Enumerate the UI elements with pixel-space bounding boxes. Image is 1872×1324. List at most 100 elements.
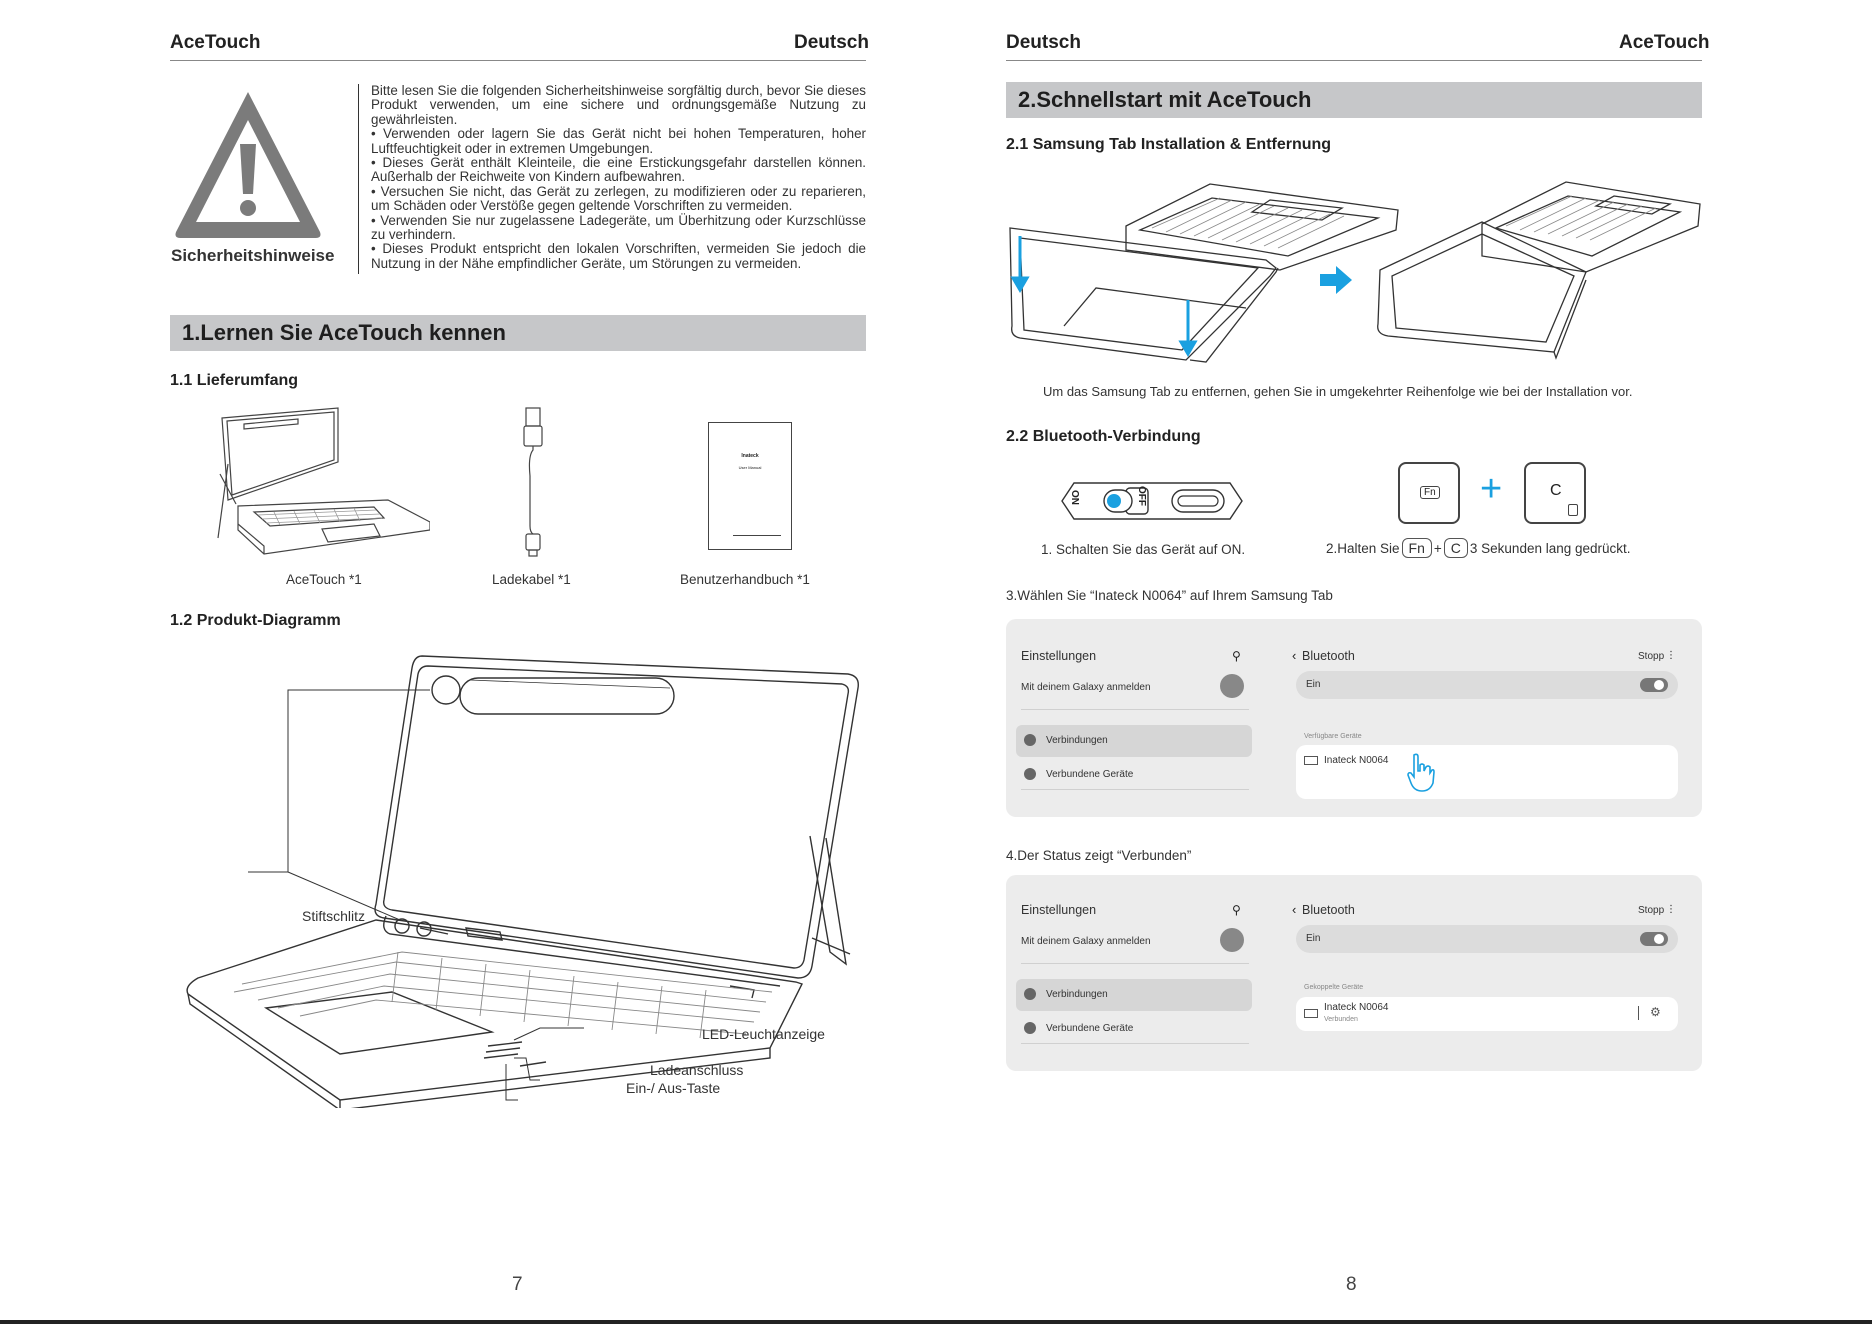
- right-header-brand: AceTouch: [1619, 32, 1710, 53]
- manual-line: [733, 535, 781, 536]
- c-key-sub-icon: [1568, 504, 1578, 516]
- switch-off-label: OFF: [1136, 486, 1147, 506]
- menu-item-connections[interactable]: Verbindungen: [1016, 725, 1252, 757]
- search-icon: ⚲: [1232, 649, 1241, 663]
- safety-line: • Dieses Gerät enthält Kleinteile, die e…: [371, 155, 866, 185]
- safety-title: Sicherheitshinweise: [171, 246, 335, 265]
- manual-title: User Manual: [738, 465, 762, 470]
- device-name: Inateck N0064: [1324, 755, 1389, 766]
- callout-power-button: Ein-/ Aus-Taste: [626, 1080, 721, 1096]
- menu-item-connections[interactable]: Verbindungen: [1016, 979, 1252, 1011]
- section-2-title: 2.Schnellstart mit AceTouch: [1018, 87, 1312, 112]
- divider: [1021, 789, 1249, 790]
- divider: [1021, 963, 1249, 964]
- settings-screen-1: Einstellungen ⚲ Mit deinem Galaxy anmeld…: [1006, 619, 1702, 817]
- c-key: C: [1524, 462, 1586, 524]
- step-1-text: 1. Schalten Sie das Gerät auf ON.: [1041, 542, 1246, 557]
- search-icon: ⚲: [1232, 903, 1241, 917]
- bluetooth-toggle-row[interactable]: Ein: [1296, 671, 1678, 699]
- wifi-icon: [1024, 734, 1036, 746]
- fn-key-label: Fn: [1420, 486, 1440, 499]
- keyboard-icon: [1304, 1009, 1318, 1018]
- device-card[interactable]: Inateck N0064 Verbunden ⚙: [1296, 997, 1678, 1031]
- fn-key-inline: Fn: [1401, 538, 1432, 558]
- more-icon[interactable]: ⋮: [1666, 650, 1676, 661]
- product-diagram: [186, 655, 859, 1108]
- step-2-text: 2.Halten Sie Fn + C 3 Sekunden lang gedr…: [1326, 538, 1631, 558]
- step-2-post: 3 Sekunden lang gedrückt.: [1469, 540, 1631, 556]
- back-icon[interactable]: ‹: [1292, 902, 1297, 917]
- divider: [1638, 1006, 1639, 1020]
- safety-line: • Verwenden oder lagern Sie das Gerät ni…: [371, 126, 866, 156]
- item-label: Ladekabel *1: [492, 572, 571, 587]
- devices-icon: [1024, 1022, 1036, 1034]
- devices-icon: [1024, 768, 1036, 780]
- menu-item-connected-devices[interactable]: Verbundene Geräte: [1046, 769, 1134, 780]
- right-header-rule: [1006, 60, 1702, 61]
- step-2-plus: +: [1433, 540, 1442, 556]
- sub-1-2-title: 1.2 Produkt-Diagramm: [170, 612, 341, 629]
- bluetooth-on-label: Ein: [1306, 679, 1321, 690]
- bluetooth-toggle[interactable]: [1640, 932, 1668, 946]
- left-header-brand: AceTouch: [170, 32, 261, 53]
- step-2-pre: 2.Halten Sie: [1326, 540, 1400, 556]
- callout-led: LED-Leuchtanzeige: [702, 1026, 825, 1042]
- left-header-rule: [170, 60, 866, 61]
- fn-key: Fn: [1398, 462, 1460, 524]
- divider: [1021, 709, 1249, 710]
- sub-2-2-title: 2.2 Bluetooth-Verbindung: [1006, 428, 1201, 445]
- step-4-text: 4.Der Status zeigt “Verbunden”: [1006, 848, 1192, 863]
- safety-divider: [358, 84, 359, 274]
- gear-icon[interactable]: ⚙: [1650, 1005, 1661, 1019]
- settings-screen-2: Einstellungen ⚲ Mit deinem Galaxy anmeld…: [1006, 875, 1702, 1071]
- remove-note: Um das Samsung Tab zu entfernen, gehen S…: [1043, 384, 1633, 399]
- plus-icon: +: [1480, 468, 1503, 510]
- device-status: Verbunden: [1324, 1016, 1358, 1023]
- callout-pen-slot: Stiftschlitz: [302, 908, 366, 924]
- keyboard-icon: [1304, 756, 1318, 765]
- settings-title: Einstellungen: [1021, 649, 1097, 663]
- c-key-inline: C: [1443, 538, 1468, 558]
- warning-icon: [175, 92, 321, 238]
- arrow-right-icon: [1320, 266, 1352, 294]
- device-name: Inateck N0064: [1324, 1002, 1389, 1013]
- switch-on-label: ON: [1069, 490, 1080, 505]
- paired-devices-label: Gekoppelte Geräte: [1304, 984, 1364, 991]
- stop-button[interactable]: Stopp: [1638, 651, 1665, 662]
- safety-line: • Dieses Produkt entspricht den lokalen …: [371, 241, 866, 271]
- section-2-bar: 2.Schnellstart mit AceTouch: [1006, 82, 1702, 118]
- page-number-left: 7: [512, 1274, 523, 1295]
- step-3-text: 3.Wählen Sie “Inateck N0064” auf Ihrem S…: [1006, 588, 1333, 603]
- wifi-icon: [1024, 988, 1036, 1000]
- item-label: AceTouch *1: [286, 572, 362, 587]
- signin-text: Mit deinem Galaxy anmelden: [1021, 936, 1151, 947]
- acetouch-illustration: [217, 407, 430, 555]
- manual-brand: Inateck: [741, 453, 759, 459]
- avatar-icon: [1220, 674, 1244, 698]
- section-1-title: 1.Lernen Sie AceTouch kennen: [182, 320, 506, 345]
- divider: [1021, 1043, 1249, 1044]
- bluetooth-toggle-row[interactable]: Ein: [1296, 925, 1678, 953]
- settings-title: Einstellungen: [1021, 903, 1097, 917]
- bluetooth-title: Bluetooth: [1302, 903, 1355, 917]
- page-number-right: 8: [1346, 1274, 1357, 1295]
- safety-text: Bitte lesen Sie die folgenden Sicherheit…: [371, 83, 866, 271]
- sub-1-1-title: 1.1 Lieferumfang: [170, 372, 299, 389]
- right-header-lang: Deutsch: [1006, 32, 1081, 53]
- install-illustration: [1009, 181, 1701, 363]
- signin-text: Mit deinem Galaxy anmelden: [1021, 682, 1151, 693]
- menu-item-connected-devices[interactable]: Verbundene Geräte: [1046, 1023, 1134, 1034]
- callout-charging-port: Ladeanschluss: [650, 1062, 744, 1078]
- menu-item-label: Verbindungen: [1046, 989, 1108, 1000]
- power-switch-illustration: [1061, 482, 1243, 520]
- bluetooth-toggle[interactable]: [1640, 678, 1668, 692]
- bottom-edge: [0, 1320, 1872, 1324]
- more-icon[interactable]: ⋮: [1666, 904, 1676, 915]
- device-card[interactable]: Inateck N0064: [1296, 745, 1678, 799]
- available-devices-label: Verfügbare Geräte: [1304, 733, 1362, 740]
- safety-line: • Verwenden Sie nur zugelassene Ladegerä…: [371, 212, 866, 243]
- bluetooth-title: Bluetooth: [1302, 649, 1355, 663]
- stop-button[interactable]: Stopp: [1638, 905, 1665, 916]
- sub-2-1-title: 2.1 Samsung Tab Installation & Entfernun…: [1006, 136, 1332, 153]
- back-icon[interactable]: ‹: [1292, 648, 1297, 663]
